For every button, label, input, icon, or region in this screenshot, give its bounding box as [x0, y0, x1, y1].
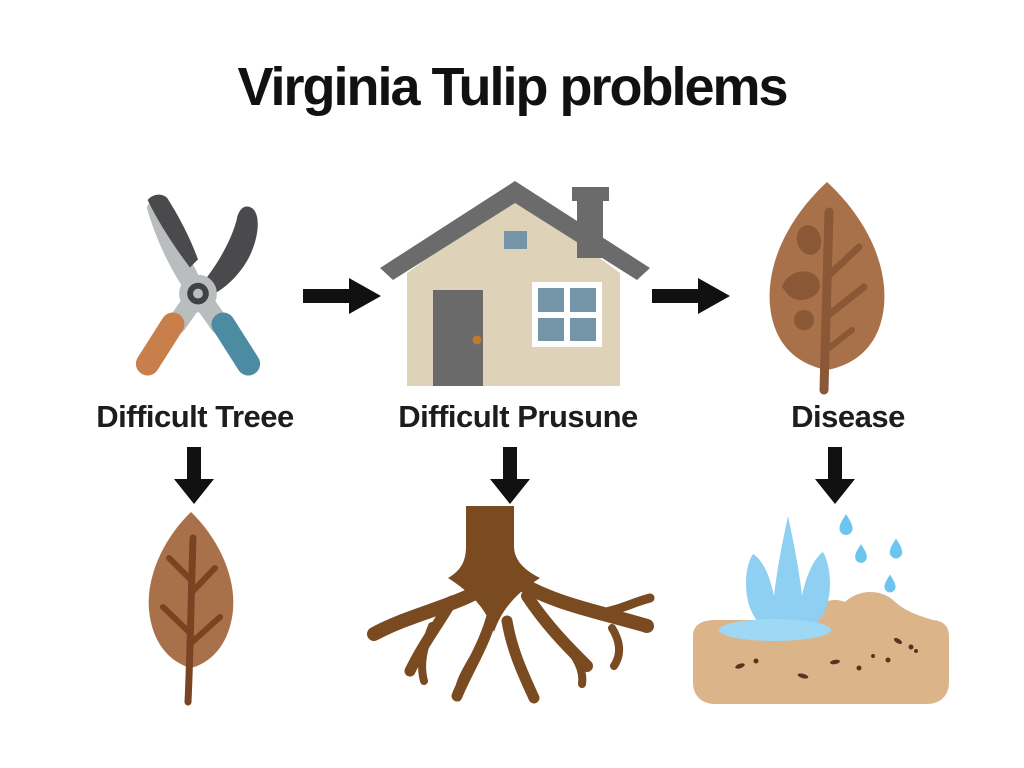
page-title: Virginia Tulip problems	[237, 57, 788, 117]
soil-mound	[693, 591, 949, 704]
house-chimney-cap	[572, 187, 609, 201]
shears-teal-handle	[211, 312, 261, 376]
water-puddle	[719, 619, 831, 641]
leaf-disease-spots	[782, 225, 822, 330]
arrow-right-shape	[652, 278, 730, 314]
arrow-right-shape	[303, 278, 381, 314]
shears-right-blade-dark	[199, 206, 258, 299]
house-roof	[380, 181, 650, 280]
label-disease: Disease	[791, 399, 905, 434]
arrow-down-3-icon	[815, 447, 855, 504]
arrow-down-1-icon	[174, 447, 214, 504]
arrow-right-1-icon	[303, 278, 381, 314]
shears-pivot-hole	[193, 288, 203, 299]
arrow-down-shape	[174, 447, 214, 504]
arrow-right-2-icon	[652, 278, 730, 314]
arrow-down-shape	[490, 447, 530, 504]
house-door-knob	[472, 335, 482, 345]
house-attic-window	[504, 231, 527, 249]
shears-blades	[146, 194, 258, 299]
diseased-leaf-icon	[769, 182, 885, 395]
label-difficult-treee: Difficult Treee	[96, 399, 294, 434]
leaf-veins	[160, 534, 223, 706]
water-droplets	[839, 514, 903, 593]
shears-left-blade-silver	[146, 201, 203, 294]
arrow-down-shape	[815, 447, 855, 504]
water-splash	[746, 516, 830, 636]
water-soil-icon	[693, 514, 949, 704]
arrow-down-2-icon	[490, 447, 530, 504]
pruning-shears-icon	[135, 194, 261, 376]
shears-orange-handle	[135, 312, 185, 376]
label-difficult-prusune: Difficult Prusune	[398, 399, 638, 434]
shears-left-blade-dark	[147, 194, 198, 268]
soil-speckles	[735, 638, 918, 679]
brown-leaf-icon	[148, 512, 234, 706]
roots-branches	[367, 571, 655, 704]
roots-trunk	[448, 506, 540, 632]
house-icon	[380, 181, 650, 386]
tree-roots-icon	[367, 506, 655, 704]
leaf-veins	[819, 207, 868, 395]
house-window-panes	[538, 288, 596, 341]
